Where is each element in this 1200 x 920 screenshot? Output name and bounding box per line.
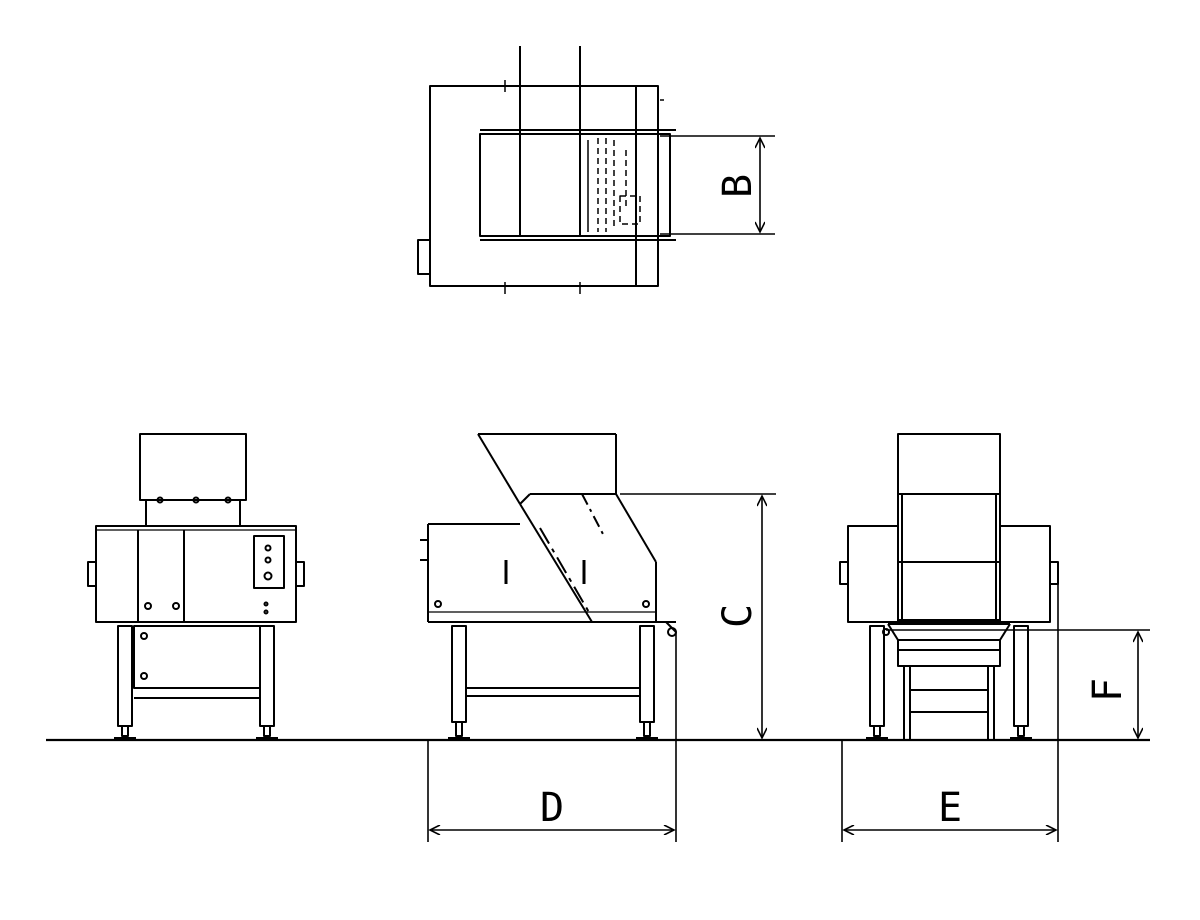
top-view (417, 46, 676, 294)
dimension-b (660, 135, 775, 235)
dimension-label-d: D (540, 785, 564, 831)
dimension-label-b: B (715, 174, 761, 198)
dimension-label-c: C (715, 604, 761, 628)
dimension-label-e: E (938, 785, 962, 831)
left-end-view (87, 433, 305, 739)
dimension-d (427, 632, 677, 842)
dimension-e (841, 584, 1059, 842)
dimension-f (886, 629, 1150, 738)
right-end-view (839, 433, 1059, 740)
side-view (420, 433, 677, 739)
dimension-label-f: F (1085, 678, 1131, 702)
dimension-c (620, 493, 776, 738)
